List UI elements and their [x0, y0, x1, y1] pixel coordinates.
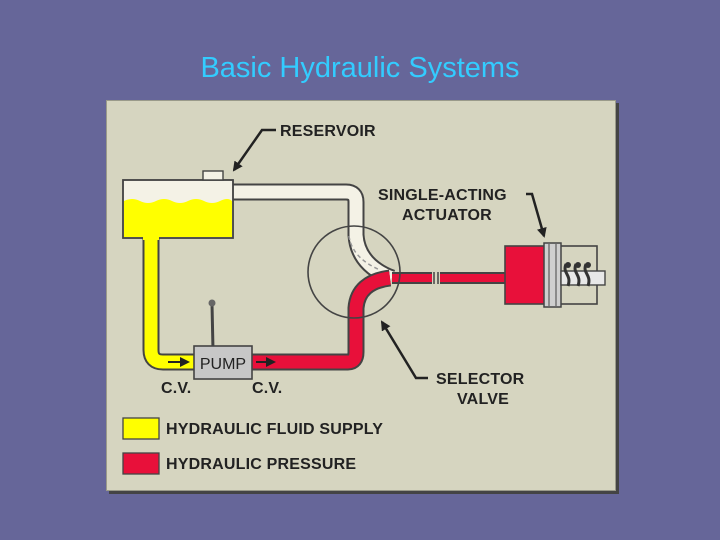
legend-label-supply: HYDRAULIC FLUID SUPPLY: [166, 421, 383, 438]
legend-label-pressure: HYDRAULIC PRESSURE: [166, 456, 356, 473]
single-acting-actuator: [504, 242, 606, 308]
pump-label: PUMP: [200, 356, 246, 373]
check-valve-left-label: C.V.: [161, 380, 191, 397]
actuator-label-line1: SINGLE-ACTING: [378, 187, 507, 204]
actuator-label-line2: ACTUATOR: [402, 207, 492, 224]
actuator-arrow: [526, 192, 547, 238]
selector-valve: [307, 225, 401, 319]
check-valve-right-label: C.V.: [252, 380, 282, 397]
selector-arrow: [380, 320, 428, 380]
legend-swatch-supply: [122, 417, 160, 440]
reservoir-arrow: [232, 128, 276, 172]
supply-line: [142, 235, 200, 371]
selector-label-line1: SELECTOR: [436, 371, 525, 388]
pump: PUMP: [168, 299, 276, 380]
selector-label-line2: VALVE: [457, 391, 509, 408]
legend: HYDRAULIC FLUID SUPPLY HYDRAULIC PRESSUR…: [122, 417, 383, 475]
reservoir-label: RESERVOIR: [280, 123, 376, 140]
reservoir-tank: [122, 170, 234, 240]
legend-swatch-pressure: [122, 452, 160, 475]
slide-title: Basic Hydraulic Systems: [200, 52, 520, 84]
